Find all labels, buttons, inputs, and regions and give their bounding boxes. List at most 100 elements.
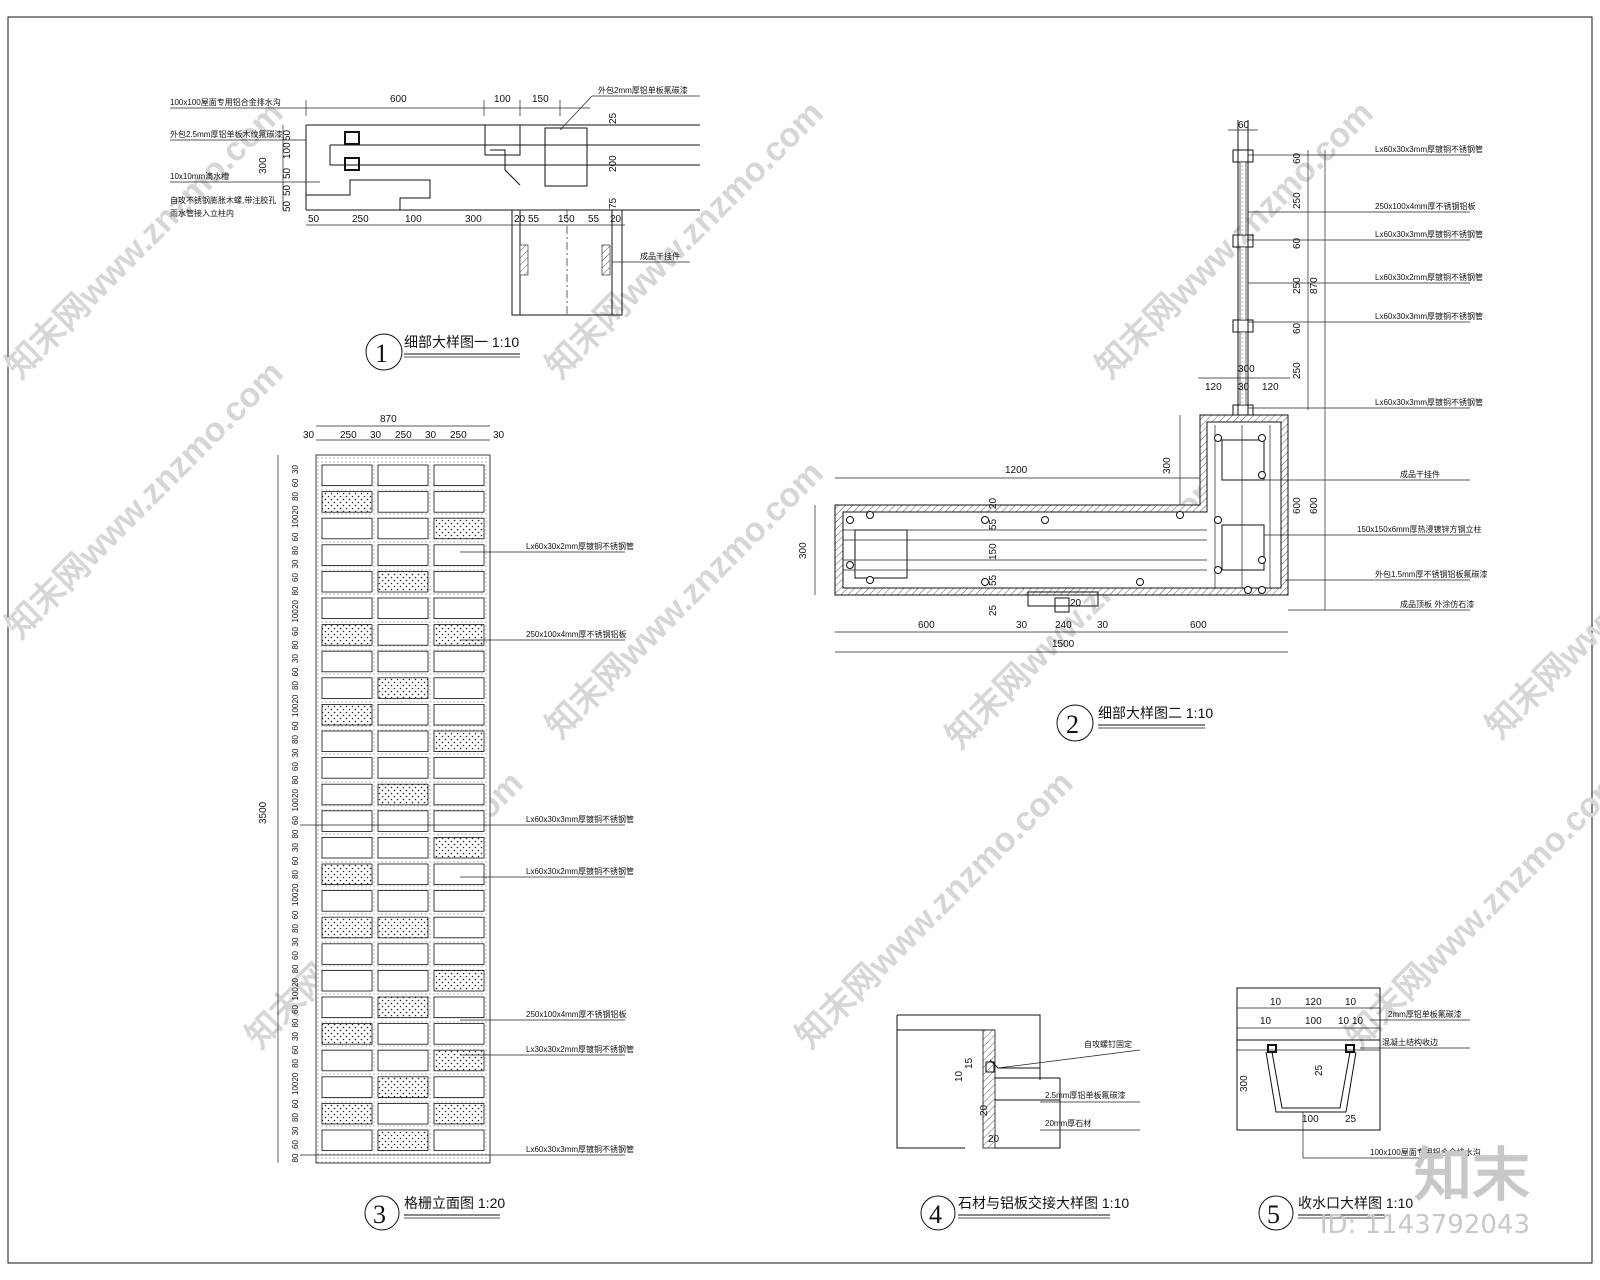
d5-dim-300: 300	[1239, 1075, 1250, 1092]
detail-2: 60 60 250 870 60 250 60 250 600 600 300 …	[798, 120, 1487, 742]
grille-row-dim: 60	[291, 856, 300, 865]
grille-slat	[433, 491, 485, 513]
d5-label-3: 100x100屋面专用铝合金排水沟	[1370, 1147, 1481, 1157]
d4-dim-10: 10	[954, 1070, 965, 1082]
d1-dim-b100: 100	[405, 214, 422, 225]
d3-width-total: 870	[380, 414, 397, 425]
d5-dim-10b: 10	[1345, 997, 1357, 1008]
grille-slat	[433, 810, 485, 832]
d1-label-hanger: 成品干挂件	[640, 251, 680, 261]
grille-row-dim: 20	[291, 789, 300, 798]
d2-label-4: Lx60x30x2mm厚镀铜不锈钢管	[1375, 272, 1483, 282]
grille-slat	[377, 677, 429, 699]
d2-bdim-240: 240	[1055, 620, 1072, 631]
d4-label-1: 自攻螺钉固定	[1084, 1039, 1132, 1049]
d4-dim-20a: 20	[979, 1104, 990, 1116]
d2-number: 2	[1066, 710, 1079, 739]
grille-slat	[433, 571, 485, 593]
grille-row-dim: 80	[291, 735, 300, 744]
d2-label-2: 250x100x4mm厚不锈钢铝板	[1375, 201, 1475, 211]
d1-label-aluminum-2mm: 外包2mm厚铝单板氟碳漆	[598, 85, 688, 95]
grille-row-dim: 60	[291, 1099, 300, 1108]
grille-slat	[321, 597, 373, 620]
d5-dim-25b: 25	[1345, 1114, 1357, 1125]
d2-dim-20: 20	[988, 497, 999, 509]
bolt-mark	[866, 576, 874, 584]
grille-slat	[321, 704, 373, 726]
grille-row-dim: 80	[291, 1113, 300, 1122]
grille-row-dim: 30	[291, 1126, 300, 1135]
grille-slat	[377, 863, 429, 886]
d3-number-circle	[364, 1195, 400, 1231]
bolt-mark	[1258, 586, 1266, 594]
grille-slat	[377, 464, 429, 487]
d3-wdim-6: 30	[493, 430, 505, 441]
grille-slat	[433, 916, 485, 939]
d1-label-downpipe: 雨水管接入立柱内	[170, 208, 234, 218]
grille-row-dim: 100	[291, 1081, 300, 1095]
grille-row-dim: 30	[291, 748, 300, 757]
d2-dim-300v: 300	[1162, 457, 1173, 474]
grille-slat	[433, 996, 485, 1019]
grille-slat	[433, 677, 485, 699]
grille-slat	[377, 624, 429, 646]
d1-dim-r75: 75	[608, 197, 619, 209]
d4-number-circle	[920, 1195, 956, 1231]
grille-row-dim: 20	[291, 505, 300, 514]
d2-bdim-30b: 30	[1097, 620, 1109, 631]
d2-bdim-600b: 600	[1190, 620, 1207, 631]
d3-label-3: Lx60x30x3mm厚镀铜不锈钢管	[526, 814, 634, 824]
watermark-5: 知末网www.znzmo.com	[539, 454, 831, 746]
bolt-mark	[866, 511, 874, 519]
grille-row-dim: 100	[291, 798, 300, 812]
bolt-mark	[1258, 471, 1266, 479]
d2-label-1: Lx60x30x3mm厚镀铜不锈钢管	[1375, 144, 1483, 154]
grille-slat	[321, 996, 373, 1019]
grille-row-dim: 60	[291, 721, 300, 730]
grille-slat	[433, 1129, 485, 1152]
d1-label-drip: 10x10mm滴水槽	[170, 171, 229, 181]
grille-row-dim: 60	[291, 627, 300, 636]
bolt-mark	[1176, 511, 1184, 519]
d2-dim-120a: 120	[1205, 382, 1222, 393]
grille-row-dim: 100	[291, 609, 300, 623]
grille-row-dim: 30	[291, 843, 300, 852]
bolt-mark	[981, 578, 989, 586]
d1-dim-l50c: 50	[282, 184, 293, 196]
grille-slat	[377, 517, 429, 540]
grille-row-dim: 80	[291, 546, 300, 555]
d3-wdim-2: 30	[370, 430, 382, 441]
d1-dim-l100: 100	[282, 142, 293, 159]
d1-dim-b20b: 20	[610, 214, 622, 225]
grille-row-dim: 20	[291, 1072, 300, 1081]
d5-number-circle	[1258, 1195, 1294, 1231]
d4-label-2: 2.5mm厚铝单板氟碳漆	[1045, 1090, 1125, 1100]
grille-slat	[433, 757, 485, 779]
d2-labels: Lx60x30x3mm厚镀铜不锈钢管 250x100x4mm厚不锈钢铝板 Lx6…	[1248, 144, 1487, 611]
brand-watermark: 知末 ID: 1143792043	[1320, 1146, 1530, 1240]
watermark-9: 知末网www.znzmo.com	[789, 764, 1081, 1056]
d2-dim-55a: 55	[988, 518, 999, 530]
d1-dim-l50d: 50	[282, 200, 293, 212]
grille-row-dim: 60	[291, 478, 300, 487]
d2-rdim-600a: 600	[1292, 497, 1303, 514]
grille-slat	[377, 491, 429, 513]
grille-row-dim: 60	[291, 910, 300, 919]
grille-row-dim: 60	[291, 532, 300, 541]
bolt-mark	[981, 516, 989, 524]
grille-row-dim: 80	[291, 870, 300, 879]
grille-slat	[321, 1049, 373, 1072]
d1-dim-b55a: 55	[528, 214, 540, 225]
grille-slat	[433, 943, 485, 965]
d5-label-2: 混凝土结构收边	[1382, 1037, 1438, 1047]
grille-row-dims: 3060802010060803060802010060803060802010…	[291, 465, 300, 1163]
grille-slat	[377, 1076, 429, 1098]
d4-title: 石材与铝板交接大样图 1:10	[958, 1195, 1129, 1211]
d2-label-6: Lx60x30x3mm厚镀铜不锈钢管	[1375, 397, 1483, 407]
grille-slat	[377, 544, 429, 566]
d1-dim-100: 100	[494, 94, 511, 105]
d3-label-6: Lx30x30x2mm厚镀铜不锈钢管	[526, 1044, 634, 1054]
grille-slat	[433, 1076, 485, 1098]
d1-label-aluminum-wood: 外包2.5mm厚铝单板木纹氟碳漆	[170, 129, 282, 139]
d1-number-circle	[365, 333, 403, 371]
